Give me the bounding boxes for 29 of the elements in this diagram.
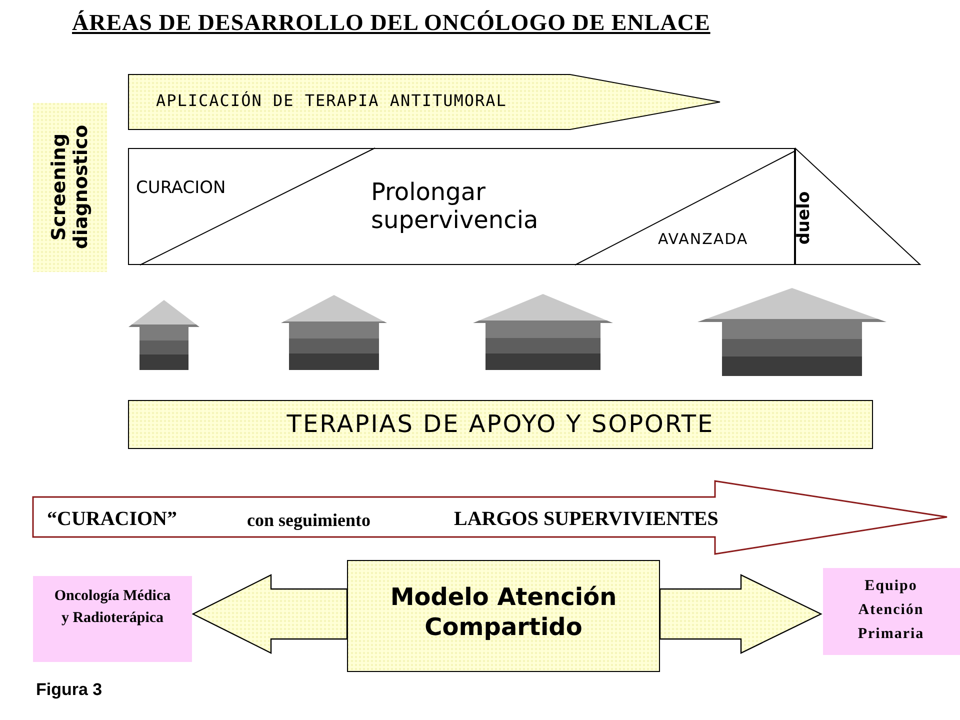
block-arrow: [473, 294, 613, 370]
triangle-shape: [795, 148, 920, 265]
side-panel: [33, 576, 192, 662]
block-arrow: [128, 300, 200, 370]
panel-label: Oncología Médica y Radioterápica: [53, 587, 172, 628]
block-arrow: [192, 574, 348, 654]
phase-label: duelo: [793, 190, 815, 247]
banner-label: con seguimiento: [247, 510, 370, 531]
phase-label: Prolongar supervivencia: [371, 178, 540, 234]
caption: Figura 3: [36, 680, 102, 700]
block-arrow: [281, 295, 387, 370]
vertical-label: Screening diagnostico: [48, 124, 92, 252]
title: ÁREAS DE DESARROLLO DEL ONCÓLOGO DE ENLACE: [72, 10, 710, 36]
phase-label: AVANZADA: [658, 230, 748, 248]
banner-label: APLICACIÓN DE TERAPIA ANTITUMORAL: [156, 91, 507, 110]
banner-label: LARGOS SUPERVIVIENTES: [454, 508, 718, 531]
banner-label: “CURACION”: [47, 508, 177, 531]
block-arrow: [659, 574, 822, 654]
center-box: [347, 560, 660, 672]
label-panel: [33, 103, 107, 272]
arrow-banner: [32, 480, 948, 555]
center-label: Modelo Atención Compartido: [389, 582, 618, 642]
panel-label: Equipo Atención Primaria: [856, 577, 926, 644]
arrow-banner: [128, 74, 720, 130]
banner-box: [128, 400, 873, 449]
phase-label: CURACION: [136, 178, 226, 198]
block-arrow: [698, 288, 886, 376]
side-panel: [823, 568, 960, 655]
banner-label: TERAPIAS DE APOYO Y SOPORTE: [286, 410, 716, 438]
